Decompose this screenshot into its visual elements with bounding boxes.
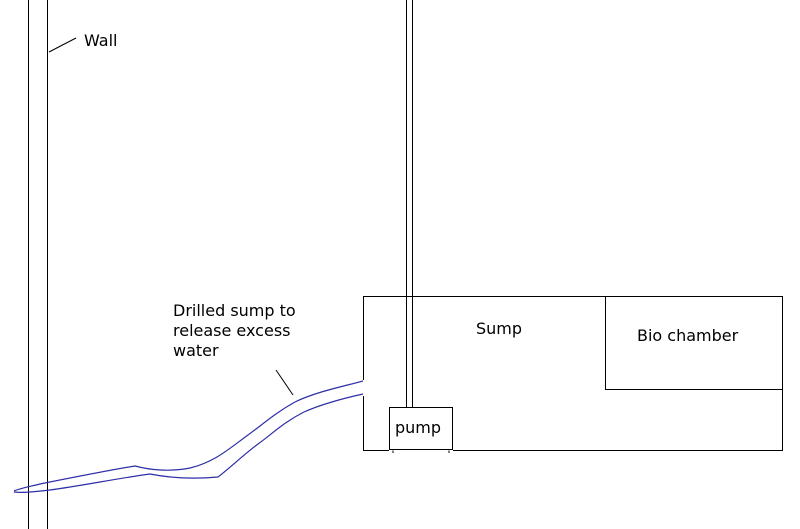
drilled-label-line-2: release excess [173, 321, 291, 340]
return-pipe [406, 0, 413, 408]
sump-label: Sump [476, 319, 522, 338]
drilled-label-line-1: Drilled sump to [173, 301, 296, 320]
wall [28, 0, 48, 529]
bio-chamber-outline [605, 296, 783, 390]
sump-outline [363, 296, 783, 451]
drain-channel [13, 380, 364, 493]
bio-chamber-label: Bio chamber [637, 326, 739, 345]
pump-label: pump [395, 418, 441, 437]
drain-channel-upper [13, 380, 364, 492]
pump-body [389, 407, 453, 450]
drain-channel-lower [13, 393, 364, 493]
drain-leader-line [275, 369, 294, 396]
drilled-label-line-3: water [173, 341, 219, 360]
wall-label: Wall [84, 31, 118, 50]
pump [389, 407, 453, 453]
wall-leader-line [48, 37, 77, 53]
